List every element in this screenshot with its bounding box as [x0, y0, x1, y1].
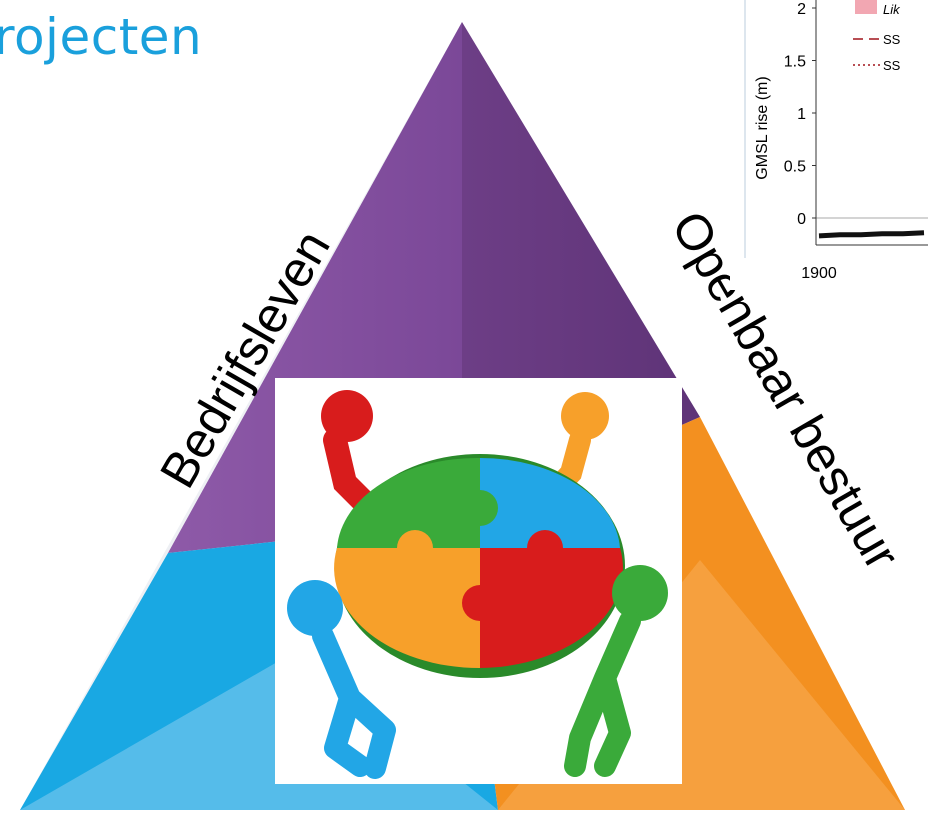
blue-figure-body	[312, 625, 396, 779]
puzzle-piece-green	[337, 457, 480, 548]
legend-label-ssp-dotted: SS	[883, 58, 901, 73]
puzzle-knob-green	[462, 490, 498, 526]
green-figure-body	[564, 610, 641, 777]
puzzle-illustration	[287, 390, 668, 779]
y-tick-label: 0	[797, 211, 806, 228]
puzzle-piece-orange	[334, 548, 480, 669]
chart-y-ticks: 2 1.5 1 0.5 0	[784, 1, 816, 228]
red-figure-body	[323, 428, 377, 515]
legend-label-likely: Lik	[883, 2, 901, 17]
puzzle-knob-orange	[397, 530, 433, 566]
y-tick-label: 2	[797, 1, 806, 18]
page-title: rojecten	[0, 8, 203, 66]
orange-figure-head	[561, 392, 609, 440]
green-figure-head	[612, 565, 668, 621]
legend-label-ssp-dashed: SS	[883, 32, 901, 47]
puzzle-knob-red-lower	[462, 585, 498, 621]
x-tick-label: 1900	[801, 265, 837, 282]
chart-ylabel: GMSL rise (m)	[754, 76, 771, 179]
y-tick-label: 1.5	[784, 54, 806, 71]
puzzle-piece-red	[480, 548, 623, 668]
y-tick-label: 0.5	[784, 159, 806, 176]
y-tick-label: 1	[797, 106, 806, 123]
puzzle-knob-red	[527, 530, 563, 566]
puzzle-piece-blue	[480, 457, 620, 548]
legend-band-swatch	[855, 0, 877, 14]
series-line-observed	[818, 230, 925, 239]
blue-figure-head	[287, 580, 343, 636]
sea-level-chart: GMSL rise (m) 2 1.5 1 0.5 0 1900 Lik SS SS	[730, 0, 928, 290]
puzzle-disc	[334, 454, 625, 678]
teamwork-puzzle-image	[275, 378, 682, 784]
